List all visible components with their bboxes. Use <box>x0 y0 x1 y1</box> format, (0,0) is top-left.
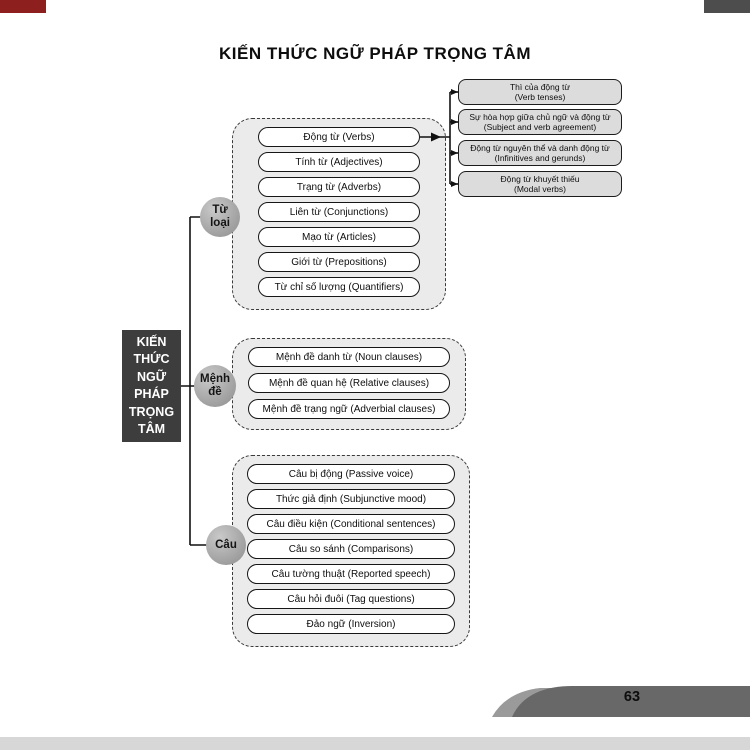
detail-line1: Động từ nguyên thể và danh động từ <box>470 142 610 153</box>
detail-line1: Động từ khuyết thiếu <box>500 173 580 184</box>
detail-line2: (Verb tenses) <box>514 92 566 102</box>
bottom-strip <box>0 737 750 750</box>
corner-tab-red <box>0 0 46 13</box>
item-comparisons: Câu so sánh (Comparisons) <box>247 539 455 559</box>
item-conditional-sentences: Câu điều kiện (Conditional sentences) <box>247 514 455 534</box>
page-number: 63 <box>623 689 641 705</box>
group-cau: Câu bị động (Passive voice) Thức giả địn… <box>232 455 470 647</box>
item-reported-speech: Câu tường thuật (Reported speech) <box>247 564 455 584</box>
root-line: TÂM <box>137 422 166 436</box>
item-adjectives: Tính từ (Adjectives) <box>258 152 420 172</box>
item-adverbial-clauses: Mệnh đề trạng ngữ (Adverbial clauses) <box>248 399 450 419</box>
root-line: TRỌNG <box>128 404 175 419</box>
detail-modal-verbs: Động từ khuyết thiếu (Modal verbs) <box>458 171 622 197</box>
item-articles: Mạo từ (Articles) <box>258 227 420 247</box>
root-line: THỨC <box>133 352 170 366</box>
corner-tab-gray <box>704 0 750 13</box>
page-title: KIẾN THỨC NGỮ PHÁP TRỌNG TÂM <box>218 44 531 63</box>
item-tag-questions: Câu hỏi đuôi (Tag questions) <box>247 589 455 609</box>
item-prepositions: Giới từ (Prepositions) <box>258 252 420 272</box>
branch-label: Câu <box>215 538 237 551</box>
detail-line2: (Infinitives and gerunds) <box>494 153 586 163</box>
item-verbs: Động từ (Verbs) <box>258 127 420 147</box>
detail-subject-verb-agreement: Sự hòa hợp giữa chủ ngữ và động từ (Subj… <box>458 109 622 135</box>
detail-line2: (Subject and verb agreement) <box>483 122 597 132</box>
item-relative-clauses: Mệnh đề quan hệ (Relative clauses) <box>248 373 450 393</box>
item-quantifiers: Từ chỉ số lượng (Quantifiers) <box>258 277 420 297</box>
item-adverbs: Trạng từ (Adverbs) <box>258 177 420 197</box>
detail-line1: Sự hòa hợp giữa chủ ngữ và động từ <box>469 111 611 122</box>
branch-label: Mệnh đề <box>199 373 231 398</box>
root-line: PHÁP <box>134 387 169 401</box>
branch-label: Từ loại <box>210 204 230 229</box>
detail-infinitives-gerunds: Động từ nguyên thể và danh động từ (Infi… <box>458 140 622 166</box>
item-passive-voice: Câu bị động (Passive voice) <box>247 464 455 484</box>
item-inversion: Đảo ngữ (Inversion) <box>247 614 455 634</box>
item-subjunctive-mood: Thức giả định (Subjunctive mood) <box>247 489 455 509</box>
detail-line2: (Modal verbs) <box>514 184 566 194</box>
footer-swoosh-light <box>492 688 566 717</box>
detail-verb-tenses: Thì của động từ (Verb tenses) <box>458 79 622 105</box>
branch-node-tu-loai: Từ loại <box>200 197 240 237</box>
detail-line1: Thì của động từ <box>509 81 571 92</box>
item-conjunctions: Liên từ (Conjunctions) <box>258 202 420 222</box>
group-tu-loai: Động từ (Verbs) Tính từ (Adjectives) Trạ… <box>232 118 446 310</box>
root-line: NGỮ <box>136 369 167 384</box>
root-line: KIẾN <box>136 334 167 349</box>
item-noun-clauses: Mệnh đề danh từ (Noun clauses) <box>248 347 450 367</box>
branch-node-menh-de: Mệnh đề <box>194 365 236 407</box>
group-menh-de: Mệnh đề danh từ (Noun clauses) Mệnh đề q… <box>232 338 466 430</box>
branch-node-cau: Câu <box>206 525 246 565</box>
root-node: KIẾN THỨC NGỮ PHÁP TRỌNG TÂM <box>122 330 181 442</box>
